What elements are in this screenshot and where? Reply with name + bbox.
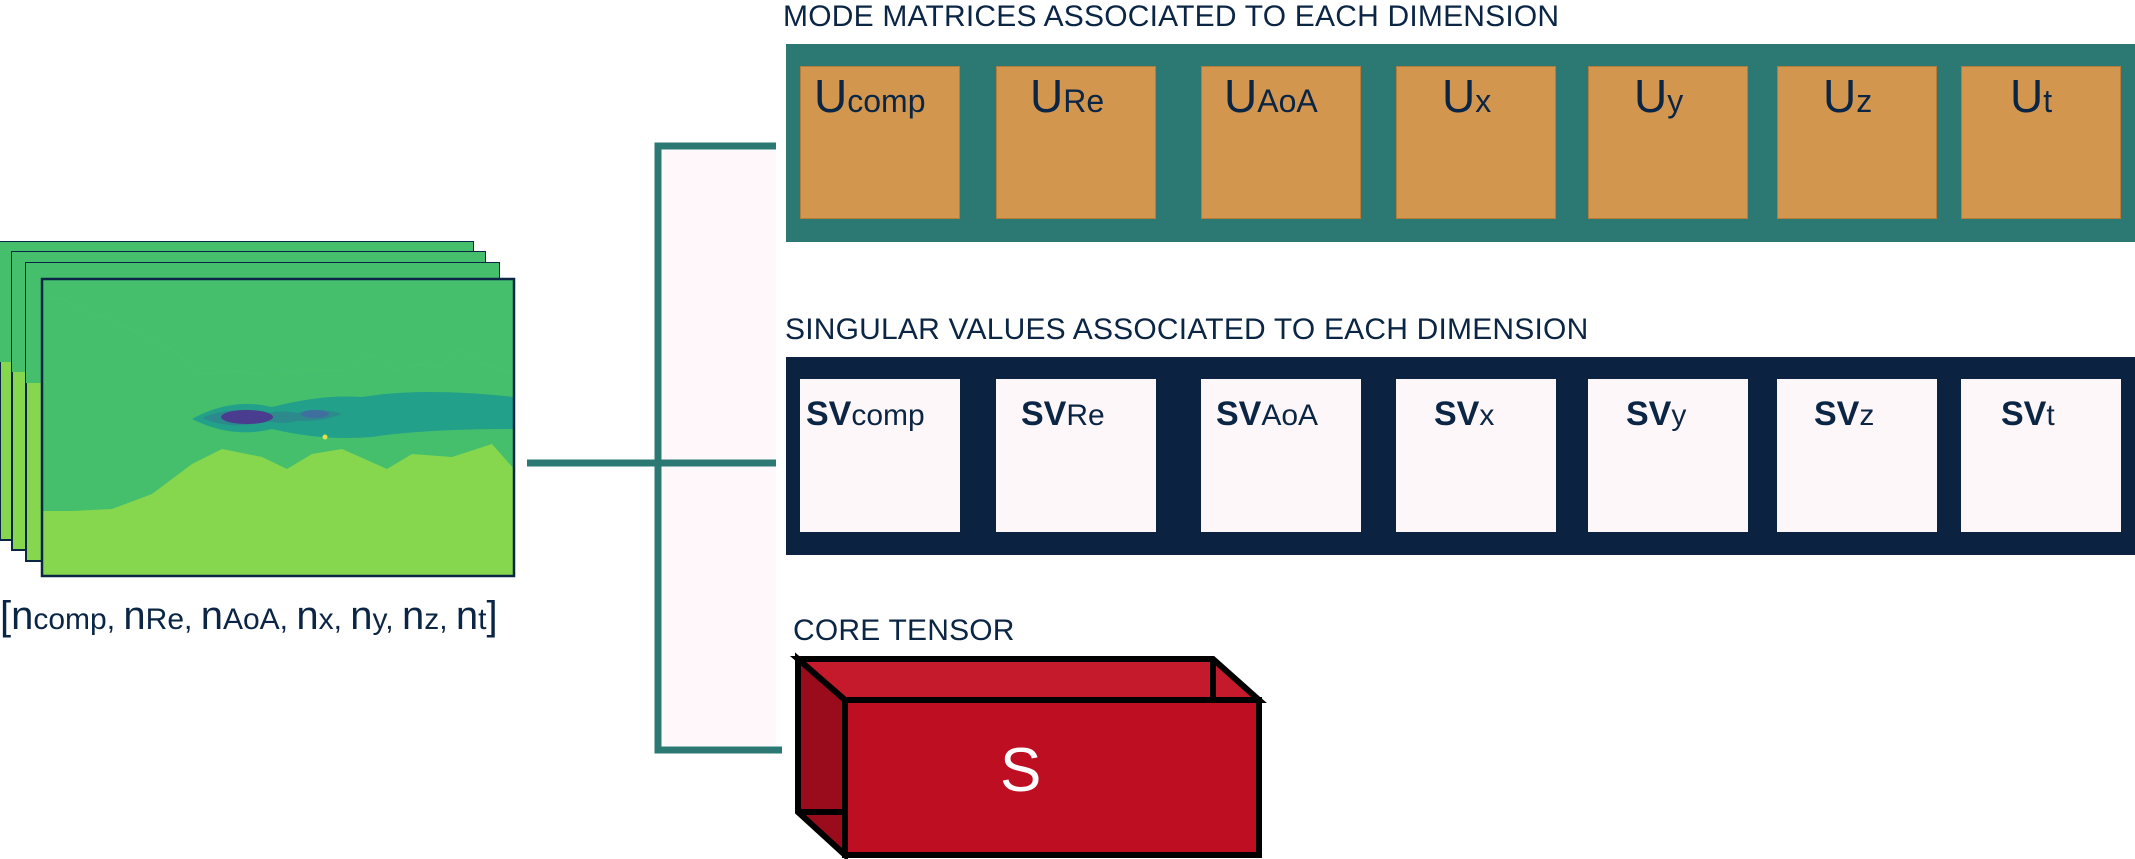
- sv-subscript: z: [1859, 399, 1875, 432]
- mode-subscript: comp: [847, 83, 926, 119]
- sv-cell-aoa: SVAoA: [1201, 379, 1361, 532]
- dim-subscript: y: [372, 603, 386, 636]
- sv-subscript: t: [2046, 399, 2055, 432]
- mode-symbol: U: [1224, 70, 1258, 122]
- mode-symbol: U: [814, 70, 848, 122]
- sv-subscript: y: [1671, 399, 1687, 432]
- input-tensor-dimensions: [ncomp, nRe, nAoA, nx, ny, nz, nt]: [0, 594, 498, 639]
- dim-separator: ,: [333, 603, 351, 636]
- sv-subscript: Re: [1066, 399, 1105, 432]
- dim-symbol: n: [350, 594, 373, 638]
- mode-subscript: Re: [1063, 83, 1105, 119]
- dim-symbol: n: [296, 594, 319, 638]
- sv-cell-x: SVx: [1396, 379, 1556, 532]
- mode-matrices-title: MODE MATRICES ASSOCIATED TO EACH DIMENSI…: [783, 0, 1560, 33]
- mode-matrix-cell-x: Ux: [1396, 66, 1556, 219]
- sv-symbol: SV: [1626, 395, 1672, 433]
- mode-subscript: AoA: [1257, 83, 1318, 119]
- sv-subscript: x: [1479, 399, 1495, 432]
- core-tensor-label: S: [1000, 736, 1042, 805]
- dim-separator: ,: [184, 603, 201, 636]
- mode-subscript: z: [1856, 83, 1873, 119]
- mode-matrix-cell-aoa: UAoA: [1201, 66, 1361, 219]
- sv-symbol: SV: [1434, 395, 1480, 433]
- mode-subscript: x: [1475, 83, 1492, 119]
- mode-subscript: y: [1667, 83, 1684, 119]
- mode-symbol: U: [1030, 70, 1064, 122]
- dim-separator: ,: [279, 603, 297, 636]
- dim-subscript: z: [424, 603, 440, 636]
- mode-symbol: U: [2010, 70, 2044, 122]
- singular-values-panel: SVcomp SVRe SVAoA SVx SVy SVz SVt: [786, 357, 2135, 555]
- sv-symbol: SV: [806, 395, 852, 433]
- dim-symbol: n: [401, 594, 425, 638]
- dim-symbol: n: [455, 594, 479, 638]
- mode-matrix-cell-comp: Ucomp: [800, 66, 960, 219]
- mode-matrix-cell-z: Uz: [1777, 66, 1937, 219]
- sv-symbol: SV: [1021, 395, 1067, 433]
- connector-fill: [662, 150, 776, 746]
- mode-symbol: U: [1634, 70, 1668, 122]
- mode-matrix-cell-y: Uy: [1588, 66, 1748, 219]
- open-bracket: [: [0, 594, 12, 638]
- dim-subscript: comp: [33, 603, 107, 636]
- sv-cell-t: SVt: [1961, 379, 2121, 532]
- mode-matrix-cell-re: URe: [996, 66, 1156, 219]
- dim-subscript: AoA: [222, 603, 280, 636]
- dim-symbol: n: [11, 594, 34, 638]
- sv-subscript: comp: [851, 399, 925, 432]
- sv-symbol: SV: [2001, 395, 2047, 433]
- dim-separator: ,: [439, 603, 456, 636]
- mode-subscript: t: [2043, 83, 2053, 119]
- sv-cell-z: SVz: [1777, 379, 1937, 532]
- close-bracket: ]: [486, 594, 498, 638]
- sv-subscript: AoA: [1261, 399, 1319, 432]
- sv-cell-re: SVRe: [996, 379, 1156, 532]
- dim-separator: ,: [385, 603, 402, 636]
- mode-matrices-panel: Ucomp URe UAoA Ux Uy Uz Ut: [786, 44, 2135, 242]
- dim-subscript: Re: [145, 603, 185, 636]
- sv-symbol: SV: [1216, 395, 1262, 433]
- sv-cell-y: SVy: [1588, 379, 1748, 532]
- dim-subscript: t: [478, 603, 487, 636]
- flow-field-image: [40, 277, 516, 578]
- sv-cell-comp: SVcomp: [800, 379, 960, 532]
- dim-symbol: n: [123, 594, 146, 638]
- dim-symbol: n: [200, 594, 223, 638]
- singular-values-title: SINGULAR VALUES ASSOCIATED TO EACH DIMEN…: [785, 313, 1589, 346]
- dim-separator: ,: [106, 603, 124, 636]
- mode-symbol: U: [1823, 70, 1857, 122]
- mode-matrix-cell-t: Ut: [1961, 66, 2121, 219]
- core-tensor-title: CORE TENSOR: [793, 614, 1015, 647]
- mode-symbol: U: [1442, 70, 1476, 122]
- dim-subscript: x: [318, 603, 334, 636]
- sv-symbol: SV: [1814, 395, 1860, 433]
- core-tensor-box: [789, 652, 1267, 859]
